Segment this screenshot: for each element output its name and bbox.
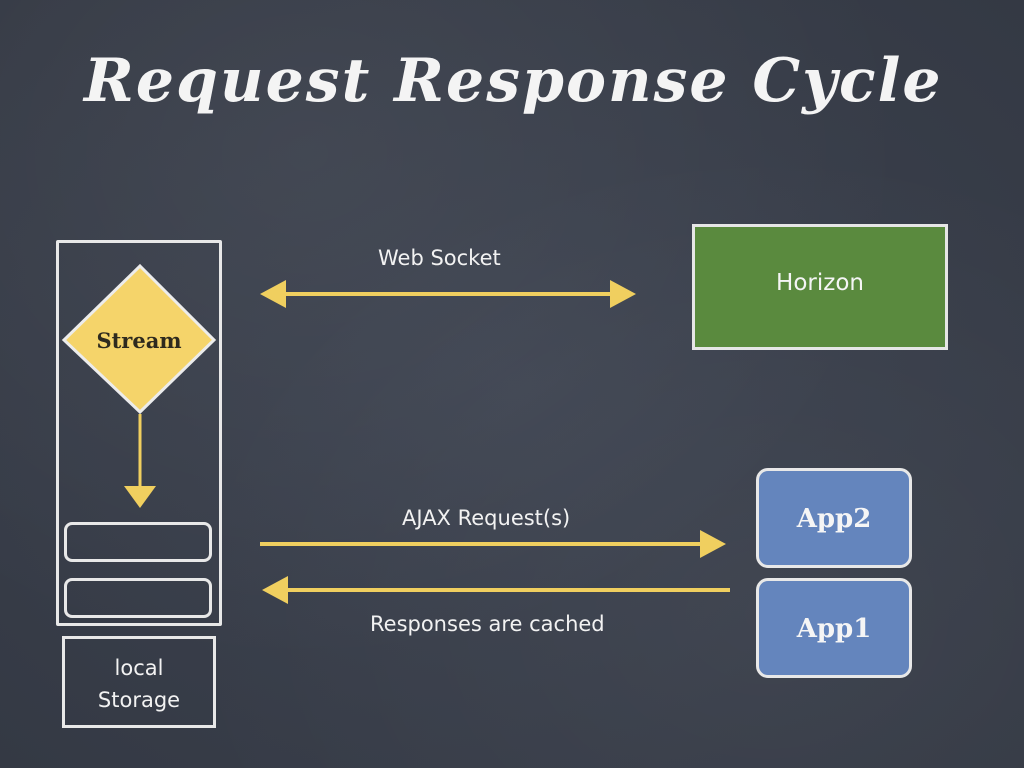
page-title: Request Response Cycle [84, 46, 943, 116]
app1-box [756, 578, 912, 678]
response-arrow [262, 576, 730, 604]
web-socket-arrow [260, 280, 636, 308]
stream-diamond [61, 263, 217, 415]
responses-cached-label: Responses are cached [370, 612, 605, 636]
app2-box [756, 468, 912, 568]
ajax-request-label: AJAX Request(s) [402, 506, 571, 530]
local-storage-line-1: local [114, 656, 164, 680]
horizon-box [692, 224, 948, 350]
horizon-label: Horizon [776, 270, 864, 296]
client-container [56, 240, 222, 626]
ajax-request-arrow [260, 530, 726, 558]
web-socket-label: Web Socket [378, 246, 501, 270]
stream-label: Stream [96, 328, 182, 353]
app2-label: App2 [796, 504, 872, 534]
cache-slot [64, 522, 212, 562]
local-storage-label: local Storage [62, 652, 216, 716]
cache-slot [64, 578, 212, 618]
local-storage-box [62, 636, 216, 728]
local-storage-line-2: Storage [97, 688, 181, 712]
stream-down-arrow [124, 414, 156, 508]
app1-label: App1 [796, 614, 872, 644]
